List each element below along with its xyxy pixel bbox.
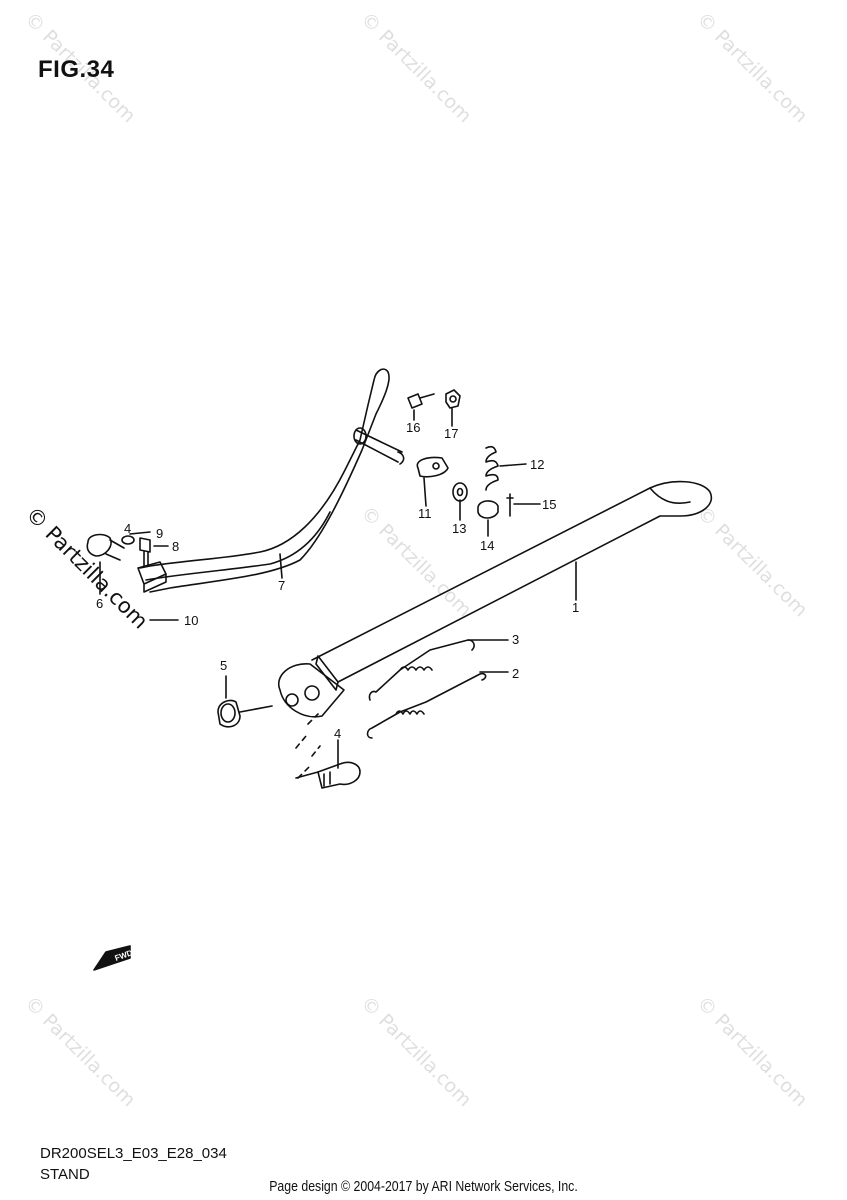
- label-part-12: 12: [530, 457, 544, 472]
- label-part-8: 8: [172, 539, 179, 554]
- label-part-5: 5: [220, 658, 227, 673]
- part-17-nut: [445, 389, 461, 409]
- label-part-14: 14: [480, 538, 494, 553]
- part-1-stand: [311, 480, 713, 683]
- label-part-4b: 4: [334, 726, 341, 741]
- label-part-7: 7: [278, 578, 285, 593]
- page-footer: Page design © 2004-2017 by ARI Network S…: [269, 1178, 578, 1195]
- part-16-bolt: [407, 393, 435, 409]
- part-6-pin: [86, 533, 125, 561]
- part-15-pin: [506, 493, 514, 517]
- part-1-pivot: [277, 663, 345, 718]
- part-1-foot: [315, 655, 339, 691]
- label-part-10: 10: [184, 613, 198, 628]
- part-3-spring: [368, 639, 475, 701]
- label-part-6: 6: [96, 596, 103, 611]
- label-part-13: 13: [452, 521, 466, 536]
- part-2-spring: [366, 672, 487, 739]
- part-4-bolt: [317, 761, 361, 789]
- figure-title: FIG.34: [38, 56, 115, 83]
- assembly-name: STAND: [40, 1166, 90, 1183]
- label-part-4: 4: [124, 521, 131, 536]
- part-8-bolt: [139, 537, 151, 567]
- model-code: DR200SEL3_E03_E28_034: [40, 1145, 227, 1162]
- label-part-15: 15: [542, 497, 556, 512]
- part-14-collar: [477, 500, 499, 519]
- part-12-spring: [485, 445, 499, 491]
- label-part-17: 17: [444, 426, 458, 441]
- label-part-1: 1: [572, 600, 579, 615]
- label-part-9: 9: [156, 526, 163, 541]
- part-7-lever: [139, 368, 390, 593]
- part-13-washer: [452, 482, 468, 502]
- label-part-16: 16: [406, 420, 420, 435]
- fwd-arrow: [93, 945, 131, 971]
- part-5-bushing: [217, 699, 241, 728]
- part-10-block: [137, 561, 167, 593]
- part-9-clip: [121, 535, 135, 545]
- part-11-plate: [416, 456, 449, 478]
- label-part-2: 2: [512, 666, 519, 681]
- label-part-11: 11: [418, 506, 432, 521]
- label-part-3: 3: [512, 632, 519, 647]
